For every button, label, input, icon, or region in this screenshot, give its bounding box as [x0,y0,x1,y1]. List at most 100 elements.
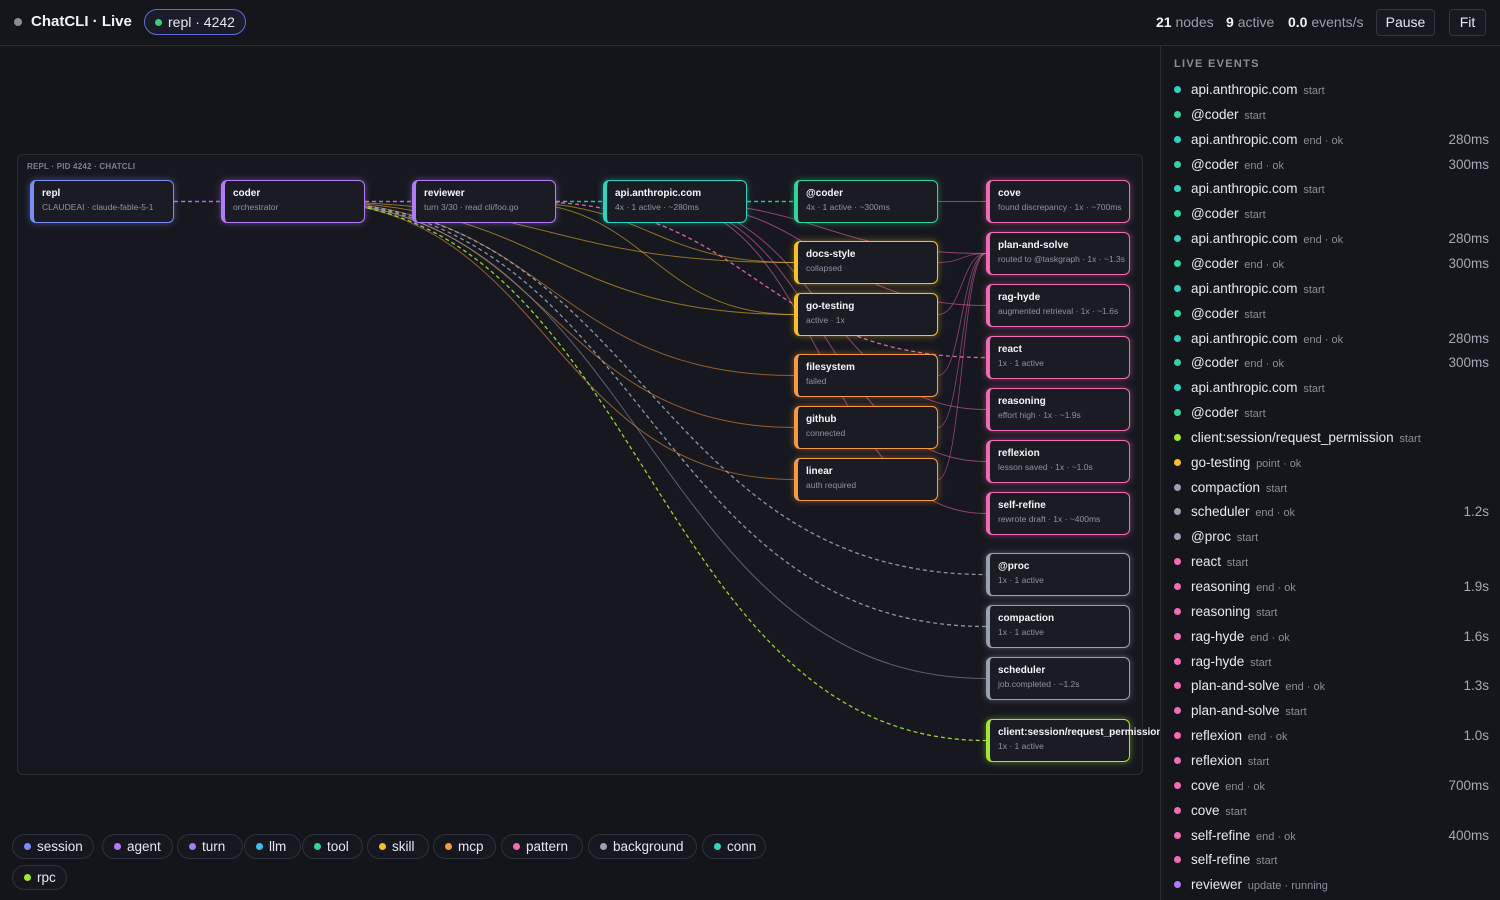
legend-chip-llm[interactable]: llm [244,834,301,859]
legend-chip-background[interactable]: background [588,834,697,859]
event-row[interactable]: go-testing point · ok [1174,454,1489,472]
graph-node-subtitle: job.completed · ~1.2s [998,679,1080,689]
event-kind-dot-icon [1174,458,1181,466]
event-name: api.anthropic.com [1191,380,1298,396]
event-name: api.anthropic.com [1191,330,1298,346]
event-row[interactable]: compaction start [1174,479,1489,497]
event-duration: 280ms [1448,231,1489,247]
event-row[interactable]: react start [1174,553,1489,571]
repl-group-label: REPL · PID 4242 · CHATCLI [27,162,136,171]
event-row[interactable]: api.anthropic.com start [1174,81,1489,99]
event-row[interactable]: @coder start [1174,404,1489,422]
graph-node-subtitle: 4x · 1 active · ~300ms [806,202,890,212]
legend-chip-rpc[interactable]: rpc [12,865,67,890]
event-row[interactable]: cove start [1174,802,1489,820]
event-row[interactable]: plan-and-solve start [1174,702,1489,720]
event-kind: end · ok [1247,731,1288,744]
event-row[interactable]: api.anthropic.com start [1174,180,1489,198]
event-name: go-testing [1191,454,1251,470]
legend-dot-icon [379,843,386,850]
event-kind: start [1303,283,1325,296]
event-row[interactable]: reflexion start [1174,752,1489,770]
graph-node-subtitle: effort high · 1x · ~1.9s [998,410,1081,420]
legend-dot-icon [189,843,196,850]
repl-badge[interactable]: repl · 4242 [144,9,246,35]
legend-label: skill [392,839,415,854]
event-row[interactable]: rag-hyde start [1174,653,1489,671]
event-row[interactable]: @coder start [1174,205,1489,223]
event-row[interactable]: reviewer update · running [1174,876,1489,894]
graph-node-title: @proc [998,561,1030,572]
legend-label: background [613,839,684,854]
legend-chip-skill[interactable]: skill [367,834,429,859]
event-row[interactable]: reasoning start [1174,603,1489,621]
event-row[interactable]: api.anthropic.com start [1174,280,1489,298]
event-row[interactable]: self-refine start [1174,851,1489,869]
legend-dot-icon [256,843,263,850]
graph-node-title: api.anthropic.com [615,188,702,199]
event-kind-dot-icon [1174,632,1181,640]
fit-button[interactable]: Fit [1449,9,1486,36]
legend-chip-conn[interactable]: conn [702,834,766,859]
event-kind-dot-icon [1174,583,1181,590]
legend-chip-agent[interactable]: agent [102,834,173,859]
legend-chip-turn[interactable]: turn [177,834,243,859]
legend-chip-mcp[interactable]: mcp [433,834,496,859]
event-kind: end · ok [1303,333,1344,346]
event-row[interactable]: @proc start [1174,528,1489,546]
event-row[interactable]: @coder start [1174,106,1489,124]
legend-chip-pattern[interactable]: pattern [501,834,583,859]
legend-label: llm [269,839,287,854]
pause-button[interactable]: Pause [1376,9,1435,36]
event-duration: 700ms [1448,777,1489,793]
event-kind: start [1256,606,1278,619]
event-kind-dot-icon [1174,384,1181,392]
legend-chip-tool[interactable]: tool [302,834,363,859]
event-name: api.anthropic.com [1191,280,1298,296]
event-name: @coder [1191,355,1239,371]
event-row[interactable]: @coder start [1174,305,1489,323]
event-row[interactable]: api.anthropic.com start [1174,379,1489,397]
legend-chip-session[interactable]: session [12,834,94,859]
event-row[interactable]: client:session/request_permission start [1174,429,1489,447]
event-kind: start [1285,706,1307,719]
top-bar: ChatCLI · Live repl · 4242 21 nodes 9 ac… [0,0,1500,46]
event-kind-dot-icon [1174,409,1181,417]
event-kind: start [1226,557,1249,570]
